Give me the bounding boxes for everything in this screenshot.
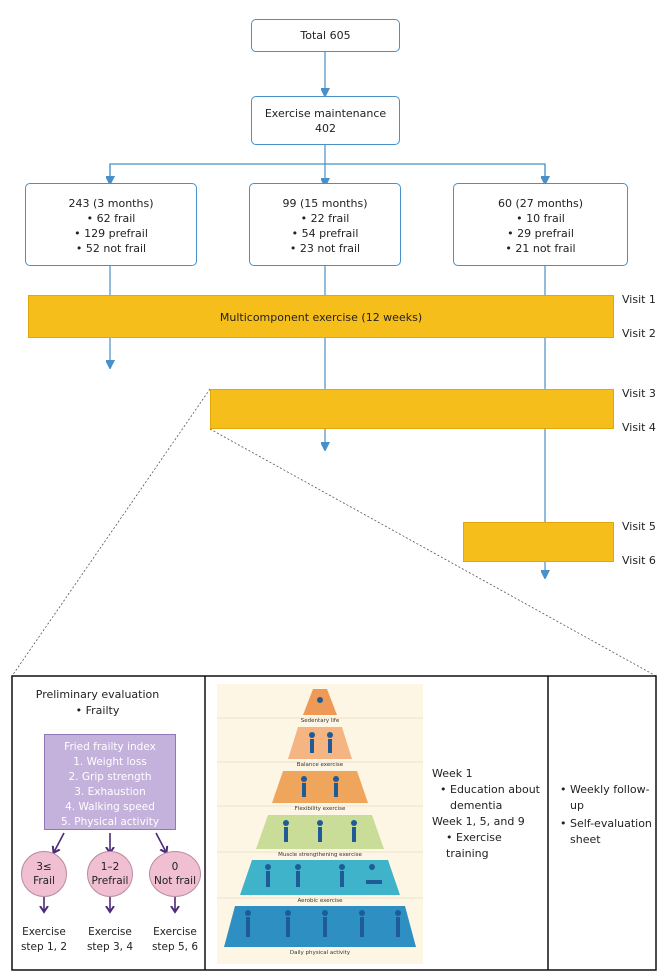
exercise-bar-visit5-6 — [463, 522, 614, 562]
week-1-heading: Week 1 — [432, 767, 473, 780]
detail-panel-frame — [11, 675, 657, 971]
pyramid-label: Aerobic exercise — [297, 898, 343, 904]
total-box: Total 605 — [251, 19, 400, 52]
step-line: Exercise — [153, 926, 197, 938]
bullet-glyph: • — [446, 831, 456, 844]
pyramid-label: Flexibility exercise — [294, 806, 346, 812]
oval-label: Frail — [33, 875, 55, 887]
visit-label: Visit 1 — [622, 293, 656, 306]
visit-label: Visit 3 — [622, 387, 656, 400]
week-schedule: Week 1 • Education about dementia Week 1… — [432, 766, 544, 862]
bullet-glyph: • — [560, 783, 570, 796]
education-item: • Education about dementia — [432, 782, 544, 814]
training-text: Exercise training — [446, 831, 502, 860]
step-line: Exercise — [88, 926, 132, 938]
group-item: 21 not frail — [454, 241, 627, 256]
group-title: 99 (15 months) — [282, 197, 368, 210]
follow-up-item: • Weekly follow-up — [560, 782, 652, 814]
group-item: 54 prefrail — [250, 226, 400, 241]
group-item: 129 prefrail — [26, 226, 196, 241]
group-item: 29 prefrail — [454, 226, 627, 241]
zoom-line-right — [209, 428, 657, 677]
step-line: step 3, 4 — [86, 941, 134, 953]
branch-connector — [109, 163, 546, 183]
maintenance-box: Exercise maintenance 402 — [251, 96, 400, 145]
visit-label: Visit 5 — [622, 520, 656, 533]
self-evaluation-item: • Self-evaluation sheet — [560, 816, 652, 848]
exercise-pyramid — [217, 684, 423, 964]
bullet-glyph: • — [560, 817, 570, 830]
pyramid-level-daily — [224, 906, 416, 947]
visit-label: Visit 2 — [622, 327, 656, 340]
fried-item: 5. Physical activity — [60, 816, 160, 828]
group-item: 62 frail — [26, 211, 196, 226]
group-item: 10 frail — [454, 211, 627, 226]
oval-score: 3≤ — [36, 861, 52, 873]
fried-item: 2. Grip strength — [68, 771, 152, 783]
bar-label: Multicomponent exercise (12 weeks) — [219, 311, 423, 324]
frail-oval: 3≤ Frail — [21, 851, 67, 897]
follow-up-text: Weekly follow-up — [570, 783, 650, 812]
pyramid-level-flexibility — [272, 771, 368, 803]
training-item: • Exercise training — [432, 830, 544, 862]
preliminary-title: Preliminary evaluation — [35, 688, 160, 701]
fried-title: Fried frailty index — [64, 741, 156, 753]
oval-score: 1–2 — [100, 861, 120, 873]
oval-label: Not frail — [153, 875, 196, 887]
arrow-fried-to-notfrail — [155, 832, 166, 852]
self-evaluation-text: Self-evaluation sheet — [570, 817, 652, 846]
exercise-step-notfrail: Exercise step 5, 6 — [145, 925, 205, 955]
group-title: 243 (3 months) — [68, 197, 154, 210]
fried-item: 4. Walking speed — [65, 801, 155, 813]
arrow-fried-to-frail — [54, 832, 65, 852]
group-box-27-months: 60 (27 months) 10 frail 29 prefrail 21 n… — [453, 183, 628, 266]
preliminary-evaluation: Preliminary evaluation • Frailty — [0, 687, 195, 719]
oval-score: 0 — [171, 861, 179, 873]
group-item: 23 not frail — [250, 241, 400, 256]
exercise-step-prefrail: Exercise step 3, 4 — [80, 925, 140, 955]
step-line: step 1, 2 — [20, 941, 68, 953]
group-item: 52 not frail — [26, 241, 196, 256]
education-text: Education about dementia — [450, 783, 540, 812]
group-title: 60 (27 months) — [497, 197, 583, 210]
exercise-figure-icon — [245, 697, 401, 937]
pyramid-label: Daily physical activity — [289, 950, 351, 956]
step-line: Exercise — [22, 926, 66, 938]
fried-item: 1. Weight loss — [73, 756, 147, 768]
pyramid-label: Balance exercise — [296, 762, 344, 768]
exercise-step-frail: Exercise step 1, 2 — [14, 925, 74, 955]
fried-frailty-index-box: Fried frailty index 1. Weight loss 2. Gr… — [44, 734, 176, 830]
group-box-15-months: 99 (15 months) 22 frail 54 prefrail 23 n… — [249, 183, 401, 266]
maintenance-label: Exercise maintenance — [264, 106, 387, 120]
frailty-bullet: Frailty — [85, 704, 120, 717]
pyramid-label: Sedentary life — [300, 718, 340, 724]
prefrail-oval: 1–2 Prefrail — [87, 851, 133, 897]
group-item: 22 frail — [250, 211, 400, 226]
step-line: step 5, 6 — [151, 941, 199, 953]
visit-label: Visit 4 — [622, 421, 656, 434]
fried-item: 3. Exhaustion — [74, 786, 146, 798]
not-frail-oval: 0 Not frail — [149, 851, 201, 897]
bullet-glyph: • — [440, 783, 450, 796]
zoom-line-left — [11, 388, 211, 677]
pyramid-level-aerobic — [240, 860, 400, 895]
week-159-heading: Week 1, 5, and 9 — [432, 815, 525, 828]
oval-label: Prefrail — [91, 875, 129, 887]
visit-label: Visit 6 — [622, 554, 656, 567]
total-label: Total 605 — [300, 29, 351, 42]
pyramid-level-balance — [288, 727, 352, 759]
group-box-3-months: 243 (3 months) 62 frail 129 prefrail 52 … — [25, 183, 197, 266]
pyramid-label: Muscle strengthening exercise — [278, 852, 362, 858]
maintenance-count: 402 — [315, 121, 336, 135]
exercise-bar-visit1-2: Multicomponent exercise (12 weeks) — [28, 295, 614, 338]
exercise-bar-visit3-4 — [210, 389, 614, 429]
bullet-glyph: • — [75, 704, 86, 717]
follow-up-list: • Weekly follow-up • Self-evaluation she… — [560, 782, 652, 848]
